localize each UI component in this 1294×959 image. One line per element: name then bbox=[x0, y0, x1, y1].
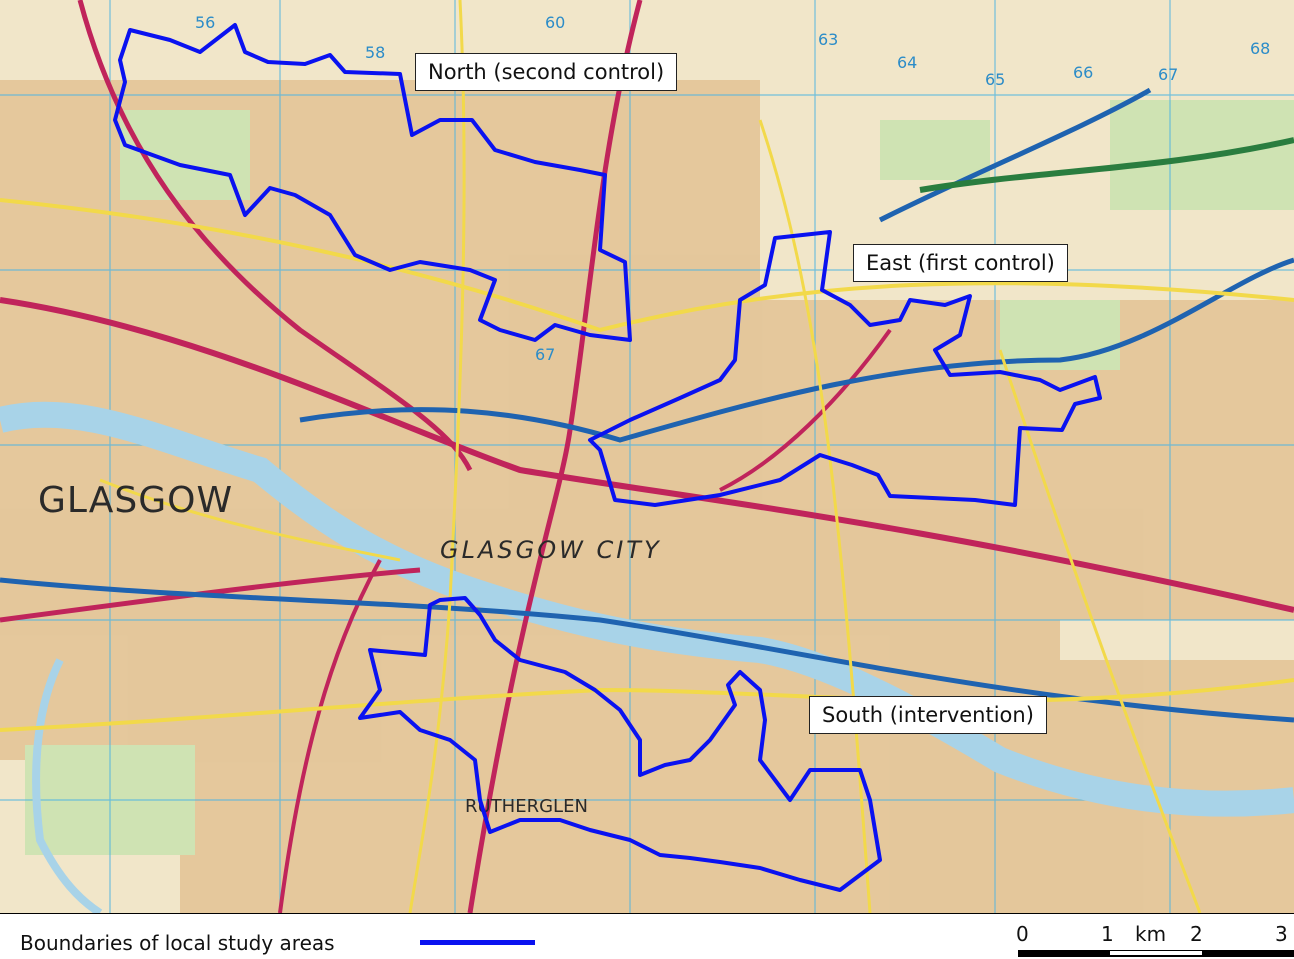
grid-number: 58 bbox=[365, 43, 385, 62]
legend-label: Boundaries of local study areas bbox=[20, 931, 335, 955]
boundary-south bbox=[358, 596, 882, 892]
urban-area bbox=[0, 80, 1294, 913]
scale-unit: km bbox=[1135, 922, 1167, 946]
map-panel: GLASGOW GLASGOW CITY RUTHERGLEN 56 58 60… bbox=[0, 0, 1294, 914]
callout-east-text: East (first control) bbox=[866, 251, 1055, 275]
scale-tick-3: 3 bbox=[1275, 922, 1288, 946]
scale-tick-0: 0 bbox=[1016, 922, 1029, 946]
river bbox=[32, 658, 103, 913]
grid-number: 66 bbox=[1073, 63, 1093, 82]
boundary-north bbox=[113, 23, 632, 342]
legend-boundary-swatch bbox=[420, 940, 535, 945]
place-label-glasgow: GLASGOW bbox=[38, 480, 233, 521]
callout-north: North (second control) bbox=[415, 53, 678, 91]
callout-south: South (intervention) bbox=[809, 696, 1047, 734]
roads bbox=[0, 0, 1294, 913]
grid-number: 65 bbox=[985, 70, 1005, 89]
grid-number: 67 bbox=[535, 345, 555, 364]
grid-number: 63 bbox=[818, 30, 838, 49]
place-label-glasgow-city: GLASGOW CITY bbox=[440, 536, 662, 564]
grid-numbers: 56 58 60 63 64 65 66 67 68 67 bbox=[195, 13, 1270, 364]
scale-bar bbox=[1018, 950, 1294, 957]
grid-number: 60 bbox=[545, 13, 565, 32]
study-area-boundaries bbox=[113, 23, 1102, 892]
scale-tick-2: 2 bbox=[1190, 922, 1203, 946]
scale-tick-1: 1 bbox=[1101, 922, 1114, 946]
green-space bbox=[25, 100, 1294, 855]
grid-number: 56 bbox=[195, 13, 215, 32]
scale-bar-segment bbox=[1110, 951, 1202, 955]
callout-south-text: South (intervention) bbox=[822, 703, 1034, 727]
callout-north-text: North (second control) bbox=[428, 60, 665, 84]
callout-east: East (first control) bbox=[853, 244, 1068, 282]
river bbox=[0, 401, 1294, 817]
grid-number: 68 bbox=[1250, 39, 1270, 58]
grid-number: 67 bbox=[1158, 65, 1178, 84]
topographic-map: GLASGOW GLASGOW CITY RUTHERGLEN 56 58 60… bbox=[0, 0, 1294, 913]
grid-number: 64 bbox=[897, 53, 917, 72]
boundary-east bbox=[588, 230, 1102, 507]
place-label-rutherglen: RUTHERGLEN bbox=[465, 796, 588, 817]
